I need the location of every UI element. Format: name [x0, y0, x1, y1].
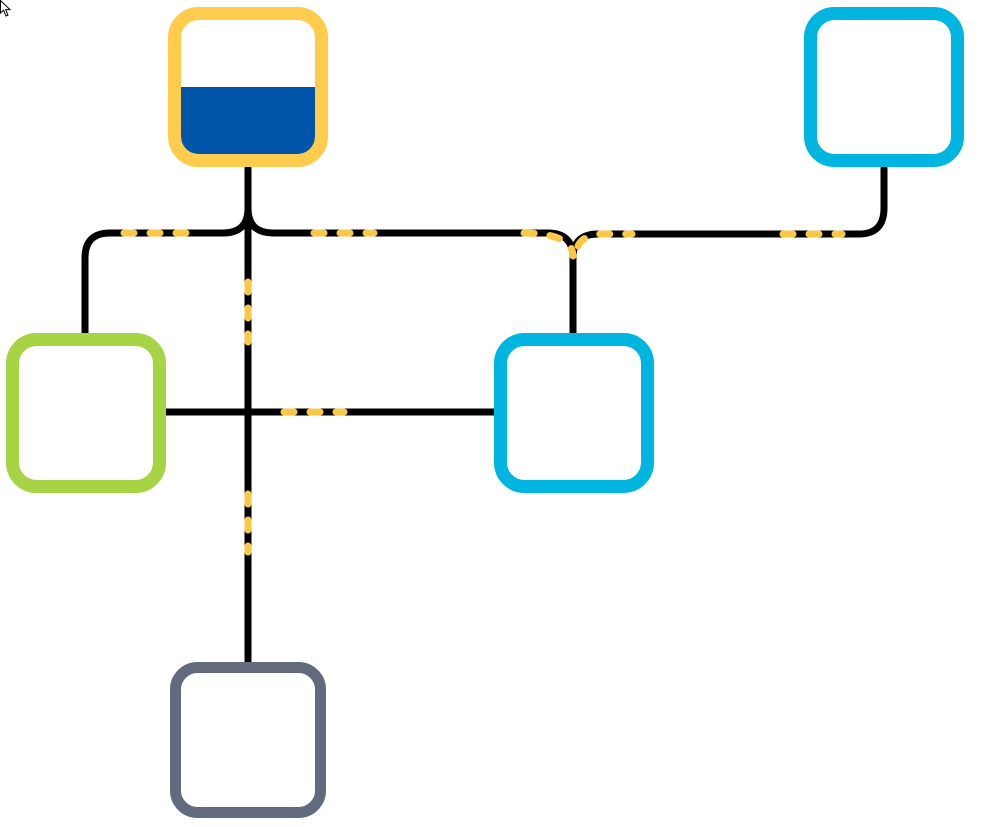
- link-top-left-to-middle-left[interactable]: [81, 164, 252, 338]
- tracks: [81, 164, 888, 666]
- node-bottom-background: [181, 673, 315, 807]
- node-middle-center-border: [494, 333, 654, 493]
- node-middle-left-background: [19, 346, 153, 480]
- node-bottom-border: [170, 662, 326, 818]
- arrow-cursor-icon: [0, 0, 12, 17]
- node-bottom[interactable]: [170, 662, 326, 818]
- packet-group: [520, 229, 577, 260]
- node-top-right-background: [817, 20, 951, 154]
- nodes: [6, 7, 964, 818]
- traffic-packets: [120, 229, 846, 556]
- packet-group: [574, 230, 636, 250]
- node-top-left-border: [168, 7, 328, 167]
- node-middle-center[interactable]: [494, 333, 654, 493]
- node-top-left[interactable]: [168, 7, 328, 167]
- link-top-right-to-middle-center[interactable]: [569, 164, 888, 262]
- node-middle-center-background: [507, 346, 641, 480]
- node-middle-left[interactable]: [6, 333, 166, 493]
- node-top-right[interactable]: [804, 7, 964, 167]
- link-top-left-to-middle-center[interactable]: [244, 204, 577, 338]
- node-top-left-fill: [181, 87, 315, 154]
- node-middle-left-border: [6, 333, 166, 493]
- node-top-right-border: [804, 7, 964, 167]
